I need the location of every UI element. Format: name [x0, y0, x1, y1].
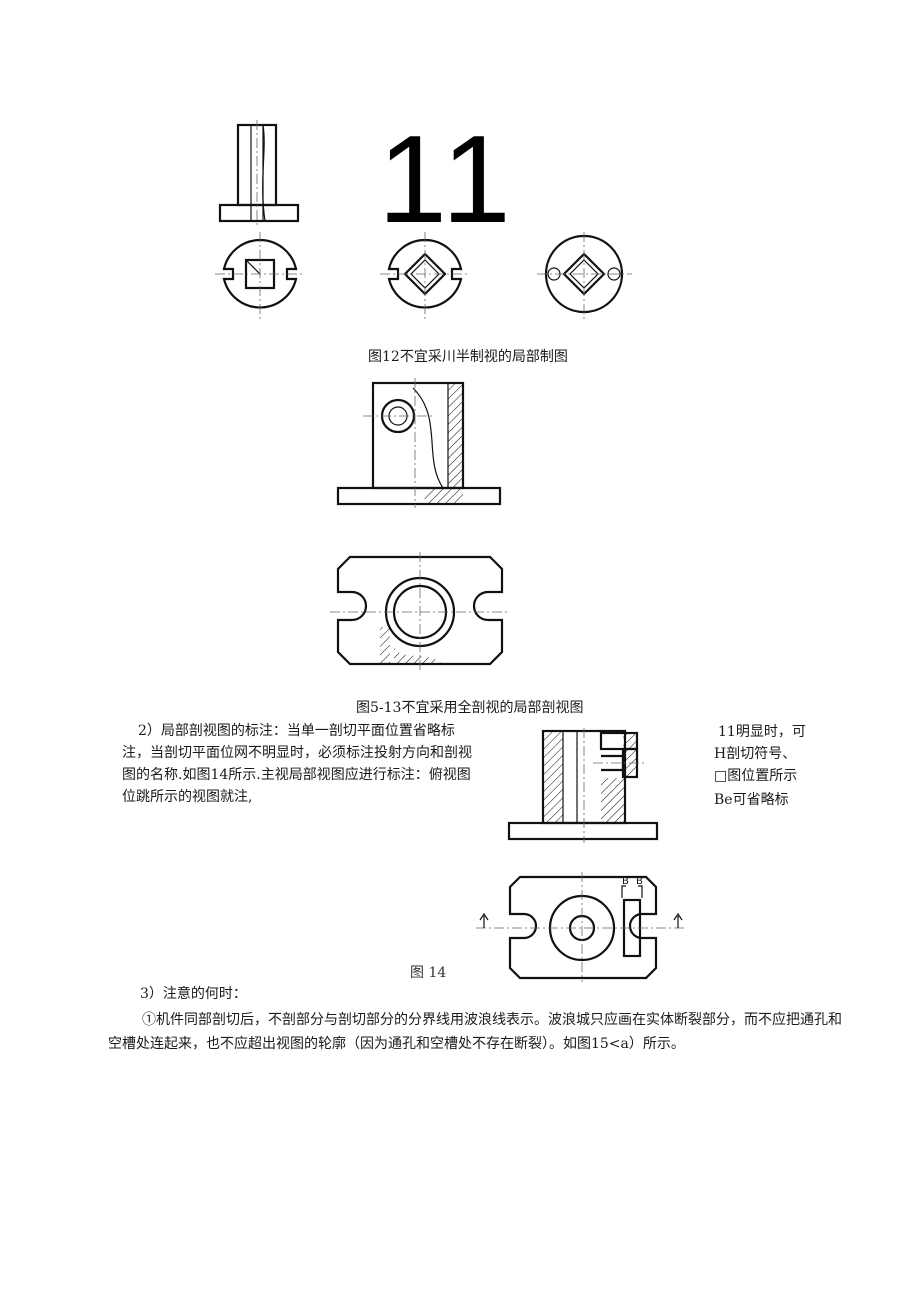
- figure-12-top-view-3: [537, 232, 632, 322]
- side-line-4: Be可省略标: [714, 792, 789, 808]
- figure-12-large-number: 11: [378, 111, 515, 249]
- section-3-heading: 3）注意的何时：: [140, 986, 247, 1002]
- figure-12-front-view: [218, 120, 300, 228]
- section-mark-b-right: B: [636, 876, 643, 887]
- figure-14-front-view: [507, 728, 659, 843]
- figure-14-top-view: B B: [476, 872, 686, 982]
- figure-12-caption: 图12不宜采川半制视的局部制图: [368, 349, 568, 365]
- figure-12-top-view-1: [215, 232, 305, 322]
- side-line-1: 11明显时，可: [718, 724, 806, 740]
- figure-14-label: 图 14: [410, 965, 447, 981]
- side-line-2: H剖切符号、: [714, 746, 797, 762]
- side-line-3: □图位置所示: [714, 768, 798, 784]
- section-3-paragraph: ①机件同部剖切后，不剖部分与剖切部分的分界线用波浪线表示。波浪城只应画在实体断裂…: [108, 1012, 842, 1052]
- section-mark-b-left: B: [622, 876, 629, 887]
- figure-5-13-top-view: [330, 552, 510, 670]
- figure-5-13-caption: 图5-13不宜采用全剖视的局部剖视图: [356, 700, 584, 716]
- figure-12-top-view-2: [380, 232, 470, 322]
- figure-5-13-front-view: [336, 378, 502, 508]
- section-2-paragraph: 2）局部剖视图的标注：当单一剖切平面位置省略标注，当剖切平面位网不明显时，必须标…: [122, 723, 472, 805]
